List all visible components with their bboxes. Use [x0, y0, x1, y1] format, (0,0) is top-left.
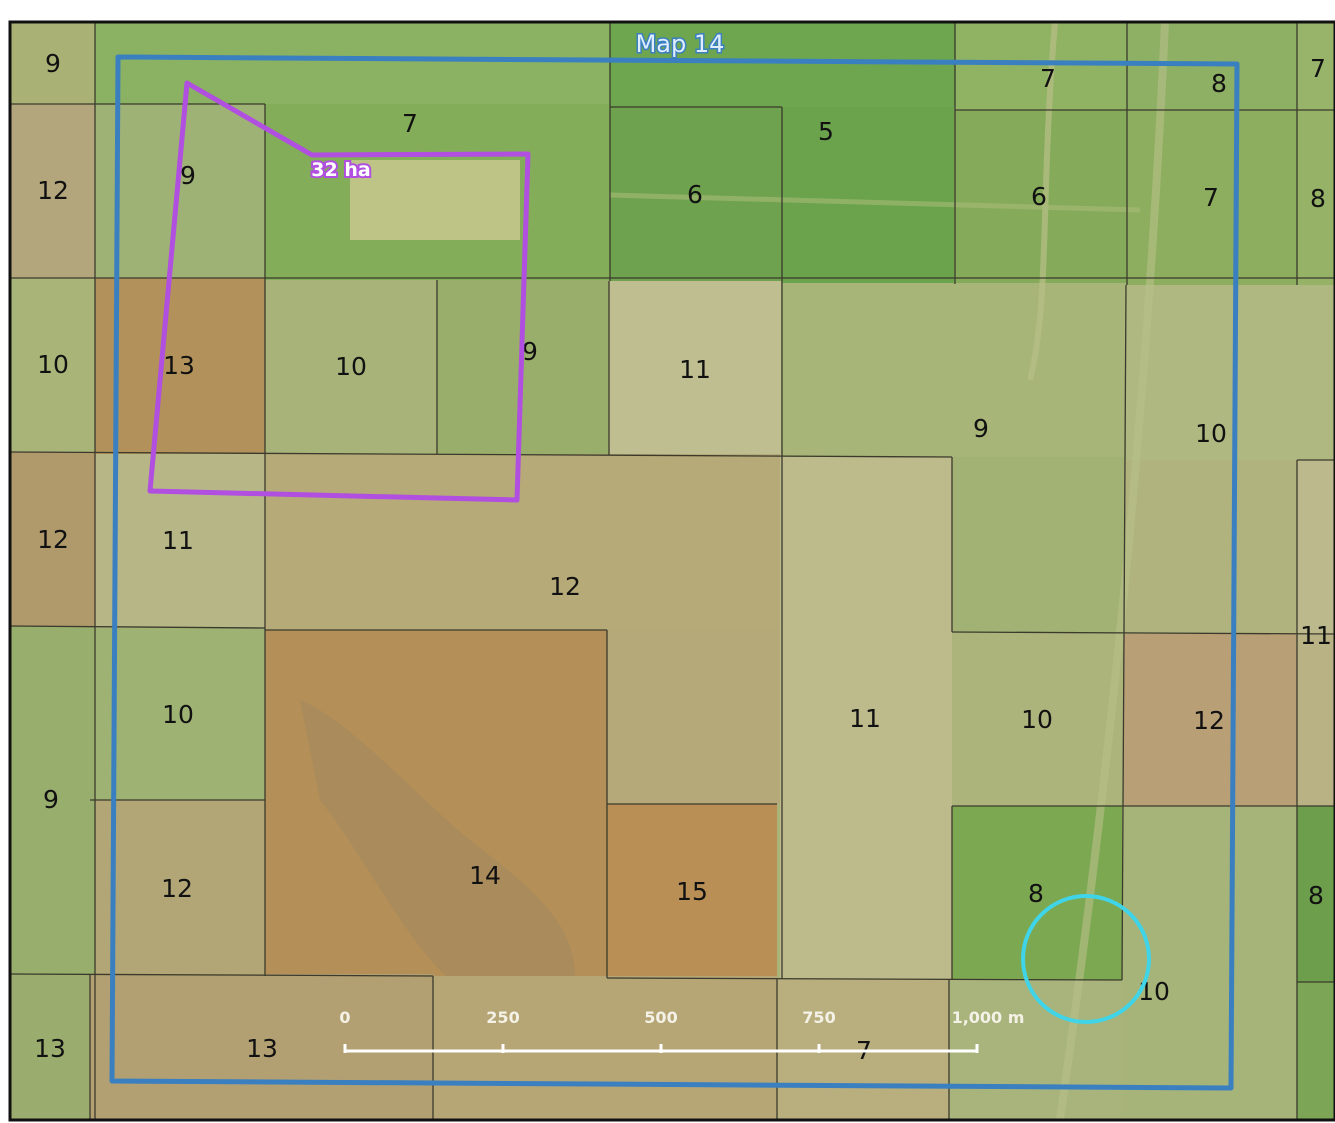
- map-boundary[interactable]: [109, 54, 1240, 1091]
- scale-label: 500: [644, 1008, 677, 1027]
- cell-label: 8: [1310, 184, 1326, 213]
- cell-label: 9: [973, 414, 989, 443]
- cell-label: 14: [469, 861, 501, 890]
- area-polygon[interactable]: [147, 80, 531, 503]
- cell-label: 10: [335, 352, 367, 381]
- cell-labels: 9 7 5 7 8 7 12 9 6 6 7 8 10 13 10 9 11 9…: [34, 49, 1332, 1065]
- cell-label: 13: [34, 1034, 66, 1063]
- cell-label: 10: [1195, 419, 1227, 448]
- cell-label: 12: [37, 525, 69, 554]
- cell-label: 15: [676, 877, 708, 906]
- cell-label: 9: [43, 785, 59, 814]
- cell-label: 7: [1310, 54, 1326, 83]
- map-title: Map 14: [636, 30, 725, 58]
- cell-label: 6: [1031, 182, 1047, 211]
- cell-label: 9: [180, 161, 196, 190]
- scale-label: 1,000 m: [952, 1008, 1025, 1027]
- cell-label: 7: [1203, 183, 1219, 212]
- cell-label: 9: [45, 49, 61, 78]
- cell-label: 11: [1300, 621, 1332, 650]
- scale-label: 250: [486, 1008, 519, 1027]
- cell-label: 6: [687, 180, 703, 209]
- scale-label: 750: [802, 1008, 835, 1027]
- map-frame: [8, 20, 1335, 1122]
- cell-label: 11: [162, 526, 194, 555]
- area-label: 32 ha: [311, 159, 370, 181]
- cell-label: 10: [37, 350, 69, 379]
- cell-label: 12: [161, 874, 193, 903]
- cell-label: 12: [549, 572, 581, 601]
- cell-label: 8: [1308, 881, 1324, 910]
- cell-label: 13: [163, 351, 195, 380]
- cell-label: 7: [1040, 64, 1056, 93]
- cell-label: 8: [1028, 879, 1044, 908]
- cell-label: 9: [522, 337, 538, 366]
- cell-label: 10: [162, 700, 194, 729]
- scale-label: 0: [339, 1008, 350, 1027]
- cell-label: 8: [1211, 69, 1227, 98]
- cell-label: 13: [246, 1034, 278, 1063]
- cell-label: 11: [679, 355, 711, 384]
- cell-label: 12: [1193, 706, 1225, 735]
- cell-label: 12: [37, 176, 69, 205]
- cell-label: 7: [402, 109, 418, 138]
- cell-label: 11: [849, 704, 881, 733]
- scale-bar: 0 250 500 750 1,000 m: [339, 1008, 1024, 1053]
- cell-label: 10: [1021, 705, 1053, 734]
- point-circle[interactable]: [1021, 894, 1151, 1024]
- cell-label: 5: [818, 117, 834, 146]
